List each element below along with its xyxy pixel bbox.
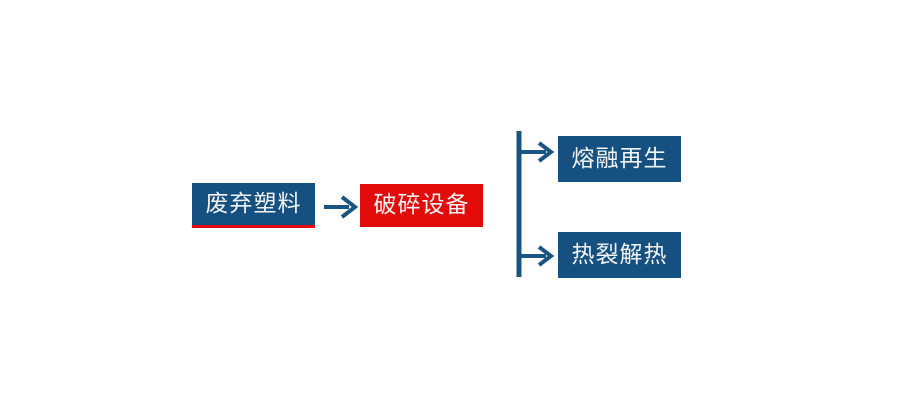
node-waste-plastic-label: 废弃塑料 bbox=[205, 190, 302, 217]
node-crushing-equipment-label: 破碎设备 bbox=[373, 192, 470, 218]
node-waste-plastic[interactable]: 废弃塑料 bbox=[192, 183, 315, 228]
node-melt-regeneration-label: 熔融再生 bbox=[571, 145, 668, 172]
node-pyrolysis-heat[interactable]: 热裂解热 bbox=[558, 232, 681, 278]
node-pyrolysis-heat-label: 热裂解热 bbox=[571, 241, 668, 268]
node-melt-regeneration[interactable]: 熔融再生 bbox=[558, 136, 681, 182]
arrow-right-icon-waste-to-crusher bbox=[322, 192, 360, 222]
branch-connector-split bbox=[508, 125, 564, 285]
arrow-right-icon bbox=[324, 195, 359, 219]
node-crushing-equipment[interactable]: 破碎设备 bbox=[360, 184, 483, 227]
branch-split-icon bbox=[516, 131, 555, 277]
